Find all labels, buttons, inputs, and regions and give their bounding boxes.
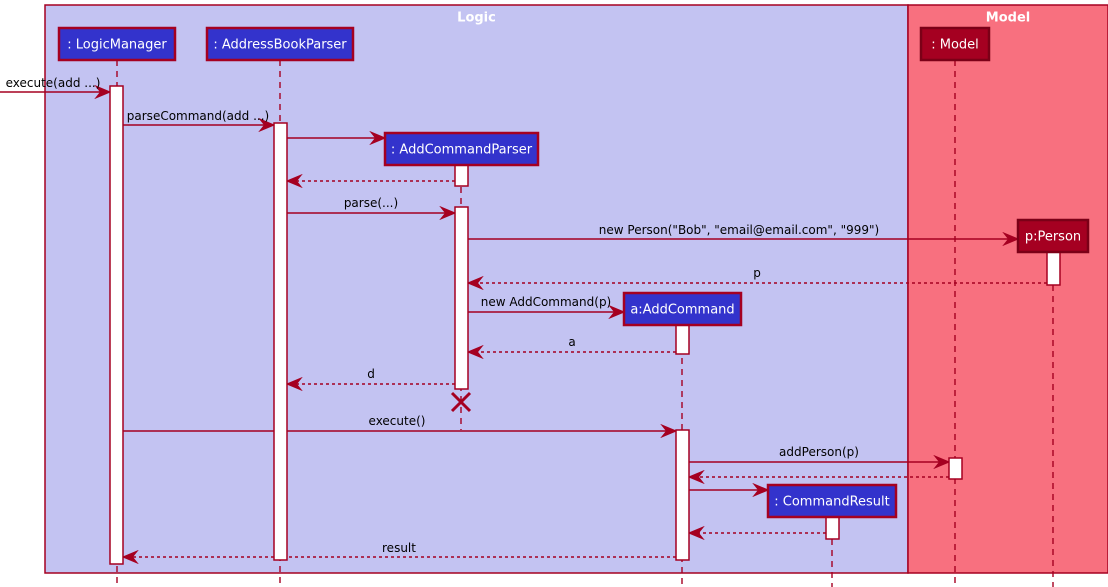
message-msg-return-d: d — [285, 367, 455, 392]
object-box-add-command[interactable]: a:AddCommand — [622, 291, 743, 327]
object-label-model: : Model — [931, 38, 979, 53]
object-box-rect-command-result[interactable] — [766, 483, 898, 519]
message-msg-new-add-command: new AddCommand(p) — [468, 295, 626, 320]
partition-title-model: Model — [986, 11, 1030, 26]
message-label-msg-return-person: p — [753, 266, 761, 280]
object-box-logic-manager[interactable]: : LogicManager — [57, 26, 177, 62]
object-box-command-result[interactable]: : CommandResult — [766, 483, 898, 519]
destroy-marker-destroy-add-command-parser — [450, 391, 472, 413]
object-label-logic-manager: : LogicManager — [67, 38, 167, 53]
partition-background-model — [907, 4, 1108, 574]
destroy-marker-stroke-b — [450, 391, 472, 413]
message-label-msg-add-person: addPerson(p) — [779, 445, 859, 459]
object-box-address-book-parser[interactable]: : AddressBookParser — [205, 26, 355, 62]
object-box-rect-add-command-parser[interactable] — [383, 131, 540, 167]
message-label-msg-return-add-command: a — [568, 335, 575, 349]
object-box-add-command-parser[interactable]: : AddCommandParser — [383, 131, 540, 167]
activation-bar-act-add-command-create — [675, 324, 690, 355]
activation-bar-act-add-command-parser-create — [454, 164, 469, 187]
message-label-msg-execute-add: execute(add ...) — [6, 76, 101, 90]
message-label-msg-new-add-command: new AddCommand(p) — [481, 295, 612, 309]
activation-bar-act-address-book-parser — [273, 122, 288, 561]
object-box-rect-logic-manager[interactable] — [57, 26, 177, 62]
object-box-rect-model[interactable] — [919, 26, 991, 62]
message-label-msg-new-person: new Person("Bob", "email@email.com", "99… — [599, 223, 879, 237]
message-msg-parse-command: parseCommand(add ...) — [123, 109, 276, 133]
activation-bar-act-model — [948, 457, 963, 480]
message-msg-result: result — [121, 541, 676, 565]
partition-title-logic: Logic — [457, 11, 496, 26]
object-box-rect-person[interactable] — [1016, 218, 1090, 254]
object-label-add-command-parser: : AddCommandParser — [391, 143, 533, 158]
message-label-msg-execute: execute() — [369, 414, 426, 428]
activation-bar-act-command-result — [825, 516, 840, 540]
activation-bar-act-logic-manager — [109, 85, 124, 565]
object-box-person[interactable]: p:Person — [1016, 218, 1090, 254]
destroy-markers-layer — [450, 391, 472, 413]
message-msg-add-person: addPerson(p) — [689, 445, 951, 470]
message-label-msg-parse: parse(...) — [344, 196, 398, 210]
object-box-model[interactable]: : Model — [919, 26, 991, 62]
activation-bar-act-add-command-execute — [675, 429, 690, 561]
message-label-msg-result: result — [382, 541, 416, 555]
message-msg-return-add-command: a — [466, 335, 676, 360]
message-label-msg-parse-command: parseCommand(add ...) — [127, 109, 269, 123]
activation-bar-act-add-command-parser-parse — [454, 206, 469, 390]
message-msg-execute: execute() — [117, 414, 678, 439]
object-box-rect-add-command[interactable] — [622, 291, 743, 327]
object-label-add-command: a:AddCommand — [630, 303, 734, 318]
messages-layer: execute(add ...)parseCommand(add ...)par… — [0, 76, 1047, 565]
object-label-person: p:Person — [1025, 230, 1081, 245]
object-boxes-layer: : LogicManager : AddressBookParser : AddCo… — [57, 26, 1090, 519]
activation-bar-act-person — [1046, 251, 1061, 286]
message-msg-new-person: new Person("Bob", "email@email.com", "99… — [468, 223, 1020, 247]
partition-model: Model — [907, 4, 1108, 574]
activations-layer — [109, 85, 1061, 565]
message-msg-execute-add: execute(add ...) — [0, 76, 112, 100]
message-label-msg-return-d: d — [367, 367, 375, 381]
message-msg-return-person: p — [466, 266, 1047, 291]
object-label-command-result: : CommandResult — [774, 495, 890, 510]
message-msg-parse: parse(...) — [287, 196, 457, 221]
partitions-layer: Logic Model — [44, 4, 1108, 574]
object-box-rect-address-book-parser[interactable] — [205, 26, 355, 62]
object-label-address-book-parser: : AddressBookParser — [213, 38, 347, 53]
